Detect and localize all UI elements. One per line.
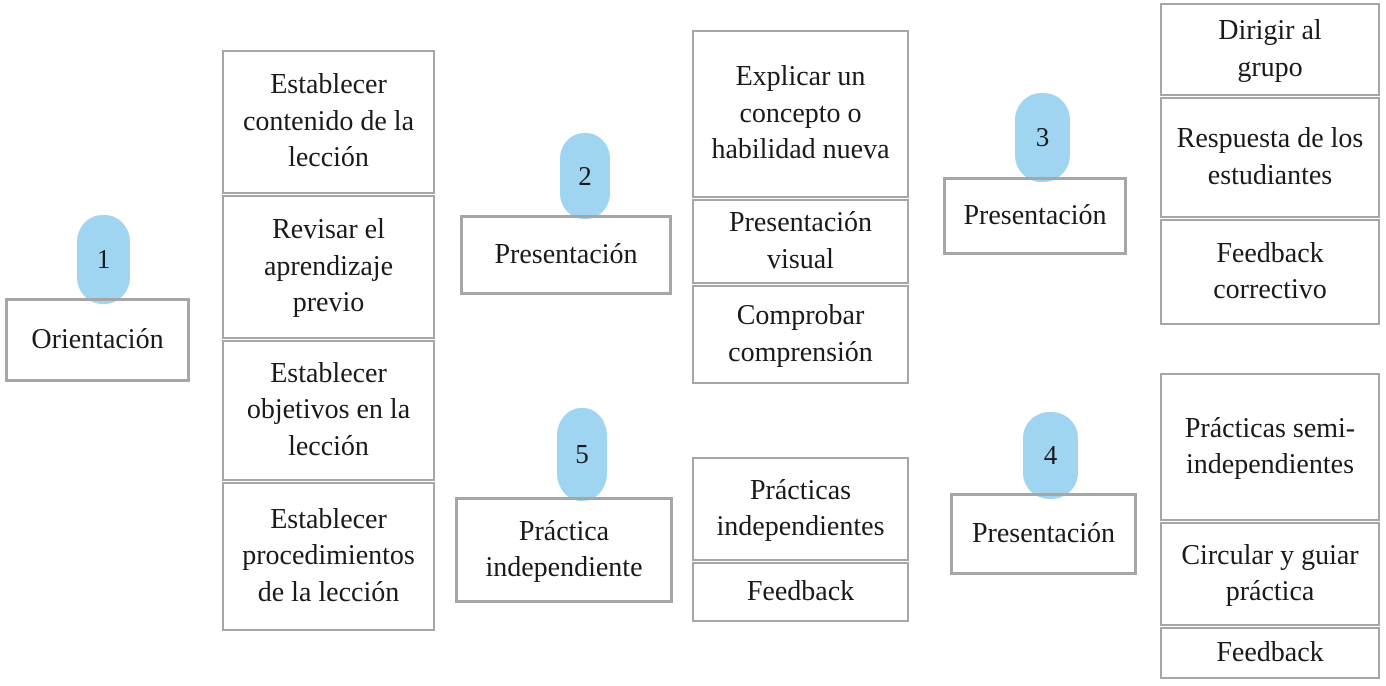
step-box-revisar-aprendizaje: Revisar el aprendizaje previo bbox=[222, 195, 435, 339]
step-box-feedback: Feedback bbox=[692, 562, 909, 622]
presentacion-4-steps-stack: Prácticas semi-independientes Circular y… bbox=[1160, 373, 1380, 679]
step-box-feedback: Feedback bbox=[1160, 627, 1380, 679]
phase-3-number-badge: 3 bbox=[1015, 93, 1070, 182]
phase-5-label: Práctica independiente bbox=[485, 515, 643, 583]
step-label: Presentación visual bbox=[728, 207, 873, 275]
step-label: Prácticas independientes bbox=[716, 474, 885, 542]
step-box-comprobar-comprension: Comprobar comprensión bbox=[692, 285, 909, 384]
step-box-respuesta-estudiantes: Respuesta de los estudiantes bbox=[1160, 97, 1380, 218]
step-label: Feedback bbox=[746, 575, 855, 607]
step-label: Revisar el aprendizaje previo bbox=[263, 214, 394, 319]
step-box-circular-guiar: Circular y guiar práctica bbox=[1160, 522, 1380, 626]
phase-1-label: Orientación bbox=[31, 323, 164, 355]
step-label: Establecer objetivos en la lección bbox=[246, 357, 411, 462]
step-box-establecer-contenido: Establecer contenido de la lección bbox=[222, 50, 435, 194]
step-box-presentacion-visual: Presentación visual bbox=[692, 199, 909, 284]
step-label: Feedback bbox=[1216, 636, 1324, 668]
phase-4-box-presentacion: Presentación bbox=[950, 493, 1137, 575]
practica-5-steps-stack: Prácticas independientes Feedback bbox=[692, 457, 909, 622]
phase-1-number-badge: 1 bbox=[77, 215, 130, 304]
phase-3-label: Presentación bbox=[963, 199, 1107, 231]
step-box-feedback-correctivo: Feedback correctivo bbox=[1160, 219, 1380, 325]
step-box-practicas-independientes: Prácticas independientes bbox=[692, 457, 909, 561]
step-box-explicar-concepto: Explicar un concepto o habilidad nueva bbox=[692, 30, 909, 198]
presentacion-3-steps-stack: Dirigir al grupo Respuesta de los estudi… bbox=[1160, 3, 1380, 325]
phase-5-number-badge: 5 bbox=[557, 408, 607, 501]
phase-2-label: Presentación bbox=[494, 238, 638, 270]
phase-2-number-badge: 2 bbox=[560, 133, 610, 219]
step-label: Comprobar comprensión bbox=[728, 300, 873, 368]
presentacion-2-steps-stack: Explicar un concepto o habilidad nueva P… bbox=[692, 30, 909, 384]
phase-3-box-presentacion: Presentación bbox=[943, 177, 1127, 255]
step-label: Explicar un concepto o habilidad nueva bbox=[711, 61, 890, 166]
step-label: Respuesta de los estudiantes bbox=[1176, 123, 1364, 191]
step-label: Establecer contenido de la lección bbox=[242, 69, 415, 174]
phase-5-box-practica-independiente: Práctica independiente bbox=[455, 497, 673, 603]
phase-2-box-presentacion: Presentación bbox=[460, 215, 672, 295]
orientacion-steps-stack: Establecer contenido de la lección Revis… bbox=[222, 50, 435, 631]
phase-1-box-orientacion: Orientación bbox=[5, 298, 190, 382]
step-label: Prácticas semi-independientes bbox=[1184, 412, 1356, 480]
phase-4-label: Presentación bbox=[971, 517, 1116, 549]
step-box-dirigir-grupo: Dirigir al grupo bbox=[1160, 3, 1380, 96]
step-box-establecer-procedimientos: Establecer procedimientos de la lección bbox=[222, 482, 435, 631]
step-box-establecer-objetivos: Establecer objetivos en la lección bbox=[222, 340, 435, 481]
step-box-practicas-semi-independientes: Prácticas semi-independientes bbox=[1160, 373, 1380, 521]
phase-4-number-badge: 4 bbox=[1023, 412, 1078, 499]
step-label: Dirigir al grupo bbox=[1218, 15, 1322, 83]
step-label: Circular y guiar práctica bbox=[1181, 539, 1359, 607]
step-label: Establecer procedimientos de la lección bbox=[242, 503, 415, 608]
step-label: Feedback correctivo bbox=[1213, 237, 1327, 305]
